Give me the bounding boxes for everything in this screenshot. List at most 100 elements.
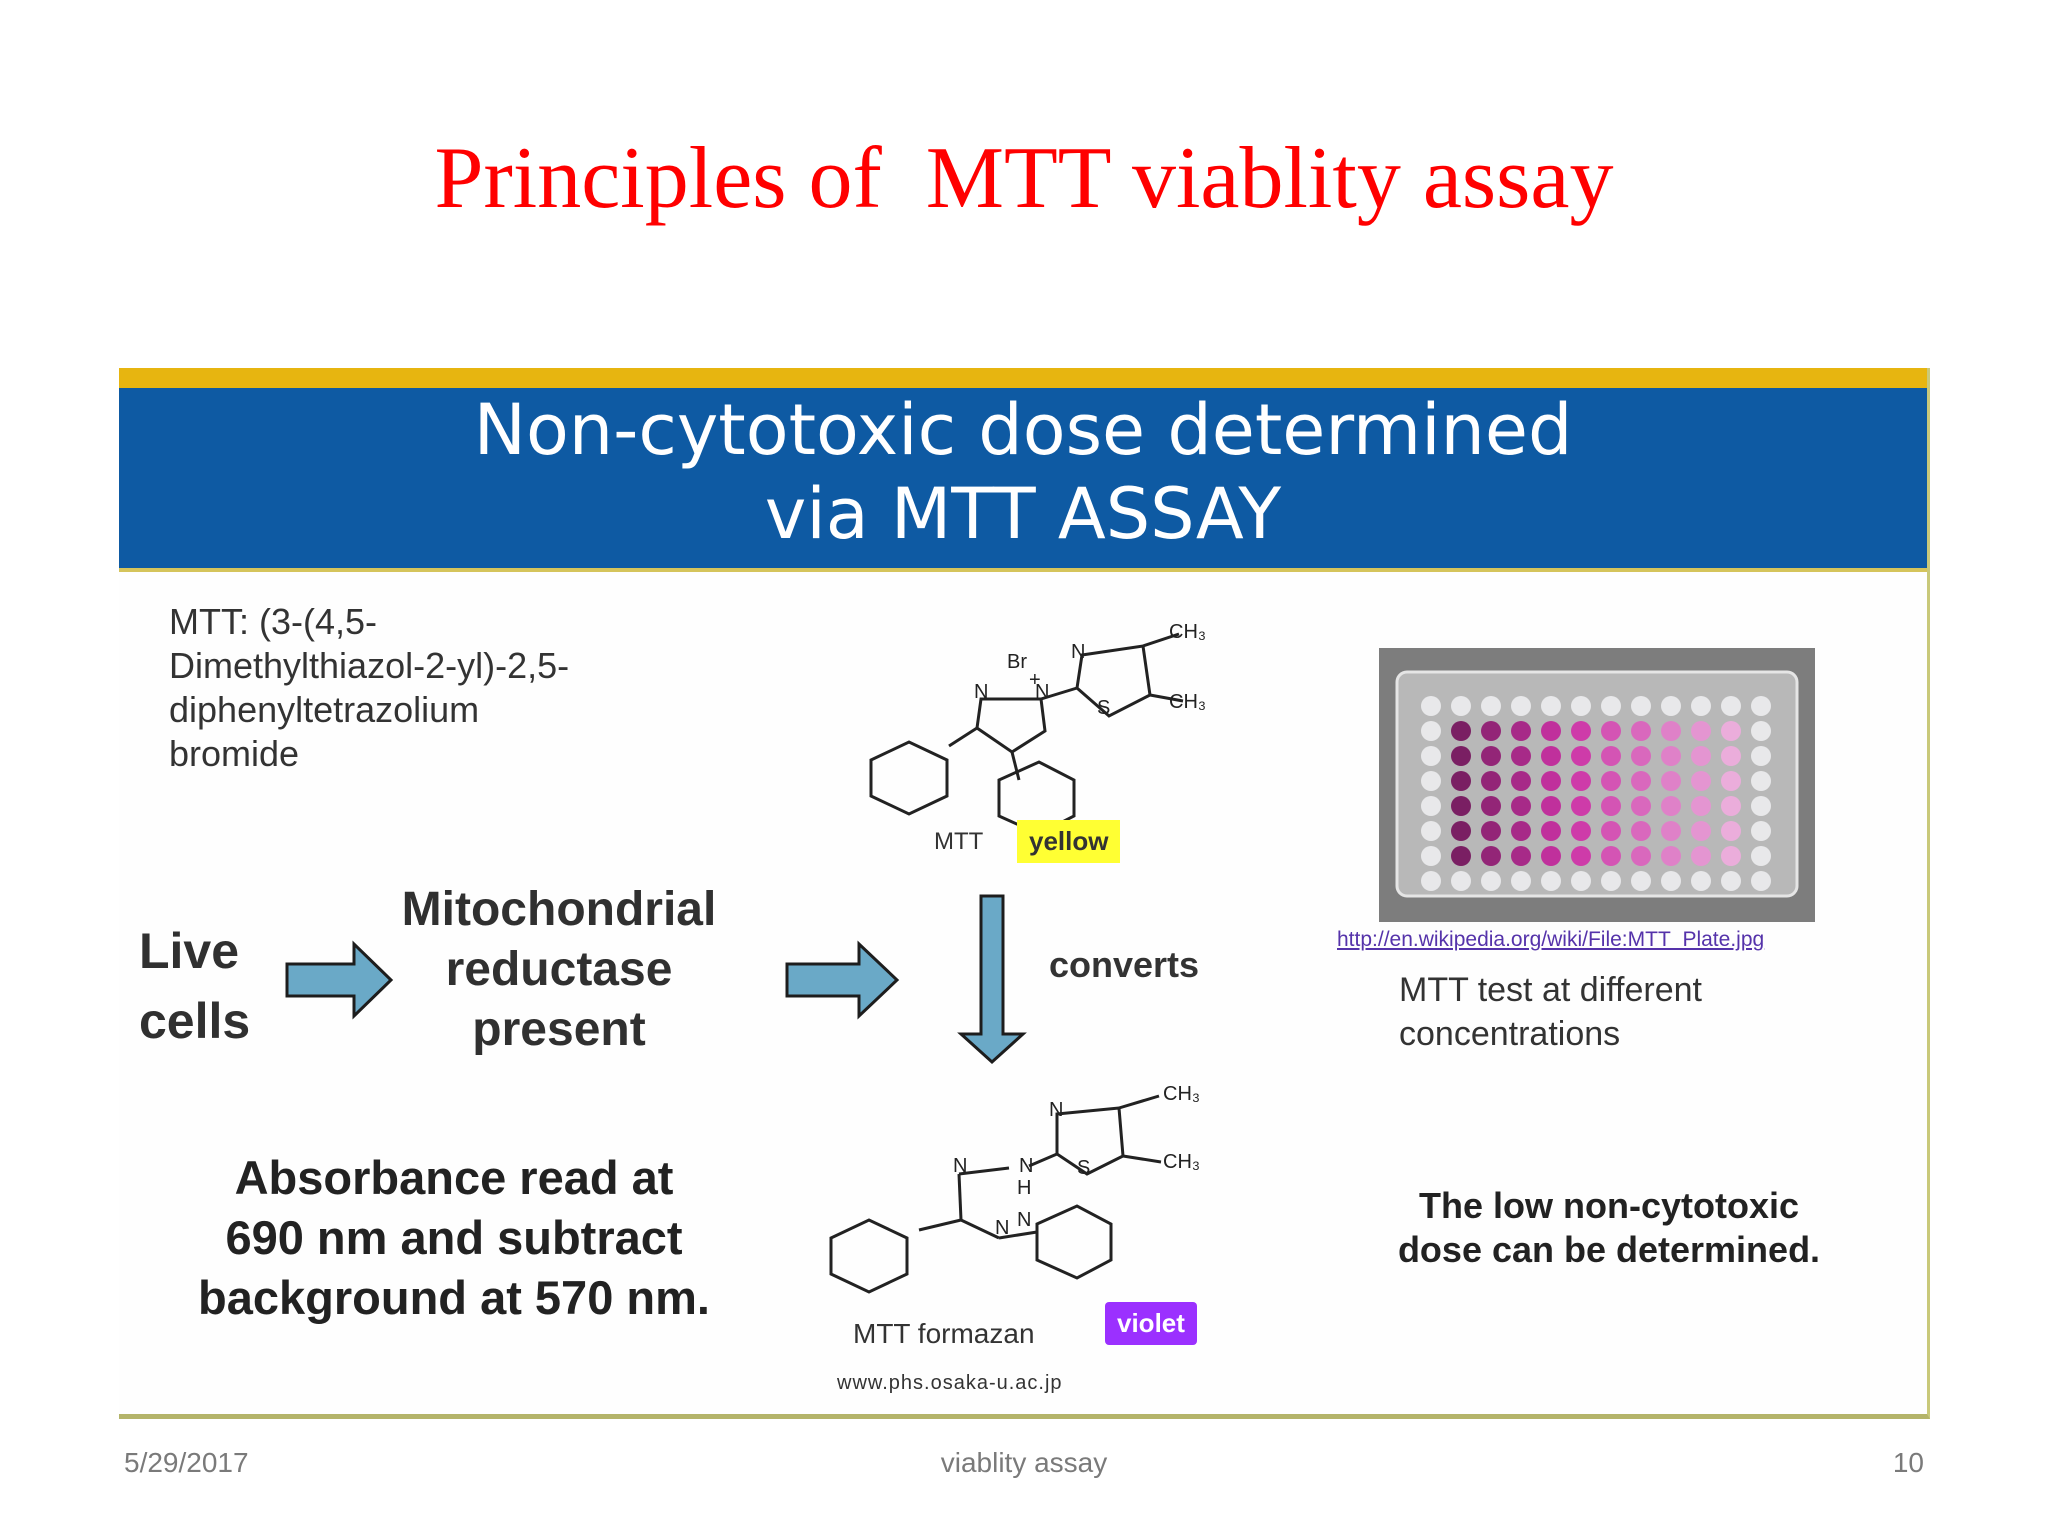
plate-well bbox=[1631, 696, 1651, 716]
plate-well bbox=[1691, 721, 1711, 741]
banner-line-2: via MTT ASSAY bbox=[764, 473, 1282, 555]
n-label-3: N bbox=[1035, 681, 1049, 703]
plate-well bbox=[1541, 871, 1561, 891]
banner: Non-cytotoxic dose determined via MTT AS… bbox=[119, 388, 1927, 572]
plate-well bbox=[1481, 871, 1501, 891]
plate-well bbox=[1481, 696, 1501, 716]
formazan-label: MTT formazan bbox=[853, 1318, 1035, 1349]
absorbance-text: Absorbance read at 690 nm and subtract b… bbox=[119, 1148, 789, 1328]
plate-well bbox=[1601, 796, 1621, 816]
plate-well bbox=[1511, 771, 1531, 791]
plate-well bbox=[1721, 696, 1741, 716]
plate-well bbox=[1511, 821, 1531, 841]
wikipedia-link[interactable]: http://en.wikipedia.org/wiki/File:MTT_Pl… bbox=[1337, 928, 1765, 951]
plate-well bbox=[1571, 846, 1591, 866]
slide-title: Principles of MTT viablity assay bbox=[434, 130, 1614, 227]
plate-well bbox=[1541, 721, 1561, 741]
plate-well bbox=[1601, 696, 1621, 716]
plate-well bbox=[1721, 846, 1741, 866]
mtt-test-caption: MTT test at different concentrations bbox=[1399, 968, 1702, 1056]
plate-well bbox=[1601, 821, 1621, 841]
plate-well bbox=[1481, 821, 1501, 841]
plate-well bbox=[1421, 746, 1441, 766]
plate-well bbox=[1451, 846, 1471, 866]
low-dose-text: The low non-cytotoxic dose can be determ… bbox=[1329, 1184, 1889, 1272]
plate-well bbox=[1661, 796, 1681, 816]
mito-line-1: Mitochondrial bbox=[401, 883, 717, 936]
footer-date: 5/29/2017 bbox=[124, 1447, 249, 1478]
absorbance-line-2: 690 nm and subtract bbox=[225, 1211, 683, 1264]
mtt-plate-photo bbox=[1379, 648, 1815, 922]
ch3-label-2: CH₃ bbox=[1169, 691, 1206, 713]
plate-well bbox=[1661, 721, 1681, 741]
plate-well bbox=[1481, 746, 1501, 766]
plate-well bbox=[1481, 846, 1501, 866]
absorbance-line-1: Absorbance read at bbox=[234, 1151, 674, 1204]
n-label-1: N bbox=[1071, 641, 1085, 663]
plate-well bbox=[1451, 821, 1471, 841]
plate-well bbox=[1751, 871, 1771, 891]
plate-well bbox=[1421, 796, 1441, 816]
chem-atom-labels: Br + N S CH₃ CH₃ N N N S CH₃ CH₃ N N H N… bbox=[953, 621, 1206, 1239]
violet-badge: violet bbox=[1105, 1302, 1197, 1345]
plate-well bbox=[1541, 796, 1561, 816]
mtt-def-line-2: Dimethylthiazol-2-yl)-2,5- bbox=[169, 645, 570, 686]
plate-well bbox=[1751, 721, 1771, 741]
plate-well bbox=[1481, 721, 1501, 741]
plate-well bbox=[1571, 696, 1591, 716]
plate-well bbox=[1451, 796, 1471, 816]
plate-well bbox=[1631, 821, 1651, 841]
plate-well bbox=[1691, 746, 1711, 766]
plate-well bbox=[1541, 771, 1561, 791]
plate-well bbox=[1421, 871, 1441, 891]
plate-well bbox=[1661, 821, 1681, 841]
plate-well bbox=[1631, 796, 1651, 816]
plate-well bbox=[1601, 771, 1621, 791]
plate-well bbox=[1691, 871, 1711, 891]
converts-label: converts bbox=[1049, 944, 1200, 985]
mtt-def-line-3: diphenyltetrazolium bbox=[169, 689, 480, 730]
ch3-label-1: CH₃ bbox=[1169, 621, 1206, 643]
mtt-label: MTT bbox=[934, 828, 984, 855]
plate-well bbox=[1511, 871, 1531, 891]
s-label-1: S bbox=[1097, 697, 1110, 719]
plate-well bbox=[1511, 796, 1531, 816]
mtt-test-line-1: MTT test at different bbox=[1399, 971, 1702, 1009]
plate-well bbox=[1421, 696, 1441, 716]
plate-well bbox=[1751, 771, 1771, 791]
cells-line: cells bbox=[139, 993, 251, 1049]
live-cells-label: Live cells bbox=[139, 916, 250, 1056]
plate-well bbox=[1541, 696, 1561, 716]
plate-well bbox=[1541, 821, 1561, 841]
n-label-4: N bbox=[1049, 1099, 1063, 1121]
plate-well bbox=[1661, 871, 1681, 891]
absorbance-line-3: background at 570 nm. bbox=[198, 1271, 710, 1324]
plate-well bbox=[1751, 746, 1771, 766]
plate-well bbox=[1451, 696, 1471, 716]
n-label-7: N bbox=[995, 1217, 1009, 1239]
plate-well bbox=[1421, 721, 1441, 741]
mtt-def-line-4: bromide bbox=[169, 733, 300, 774]
mtt-def-line-1: MTT: (3-(4,5- bbox=[169, 601, 378, 642]
live-line: Live bbox=[139, 923, 240, 979]
plus-label: + bbox=[1029, 669, 1041, 691]
plate-well bbox=[1721, 796, 1741, 816]
plate-well bbox=[1631, 721, 1651, 741]
plate-well bbox=[1691, 696, 1711, 716]
plate-well bbox=[1661, 746, 1681, 766]
plate-well bbox=[1451, 721, 1471, 741]
plate-well bbox=[1691, 846, 1711, 866]
gold-top-bar bbox=[119, 368, 1927, 388]
plate-well bbox=[1481, 796, 1501, 816]
plate-well bbox=[1571, 796, 1591, 816]
banner-line-1: Non-cytotoxic dose determined bbox=[473, 389, 1573, 471]
s-label-2: S bbox=[1077, 1157, 1090, 1179]
right-arrow-2 bbox=[785, 940, 900, 1020]
osaka-source: www.phs.osaka-u.ac.jp bbox=[837, 1372, 1063, 1394]
down-arrow bbox=[957, 894, 1027, 1065]
plate-well bbox=[1541, 846, 1561, 866]
mito-line-2: reductase bbox=[445, 943, 673, 996]
plate-well bbox=[1751, 821, 1771, 841]
n-label-6: N bbox=[1019, 1155, 1033, 1177]
plate-well bbox=[1721, 821, 1741, 841]
